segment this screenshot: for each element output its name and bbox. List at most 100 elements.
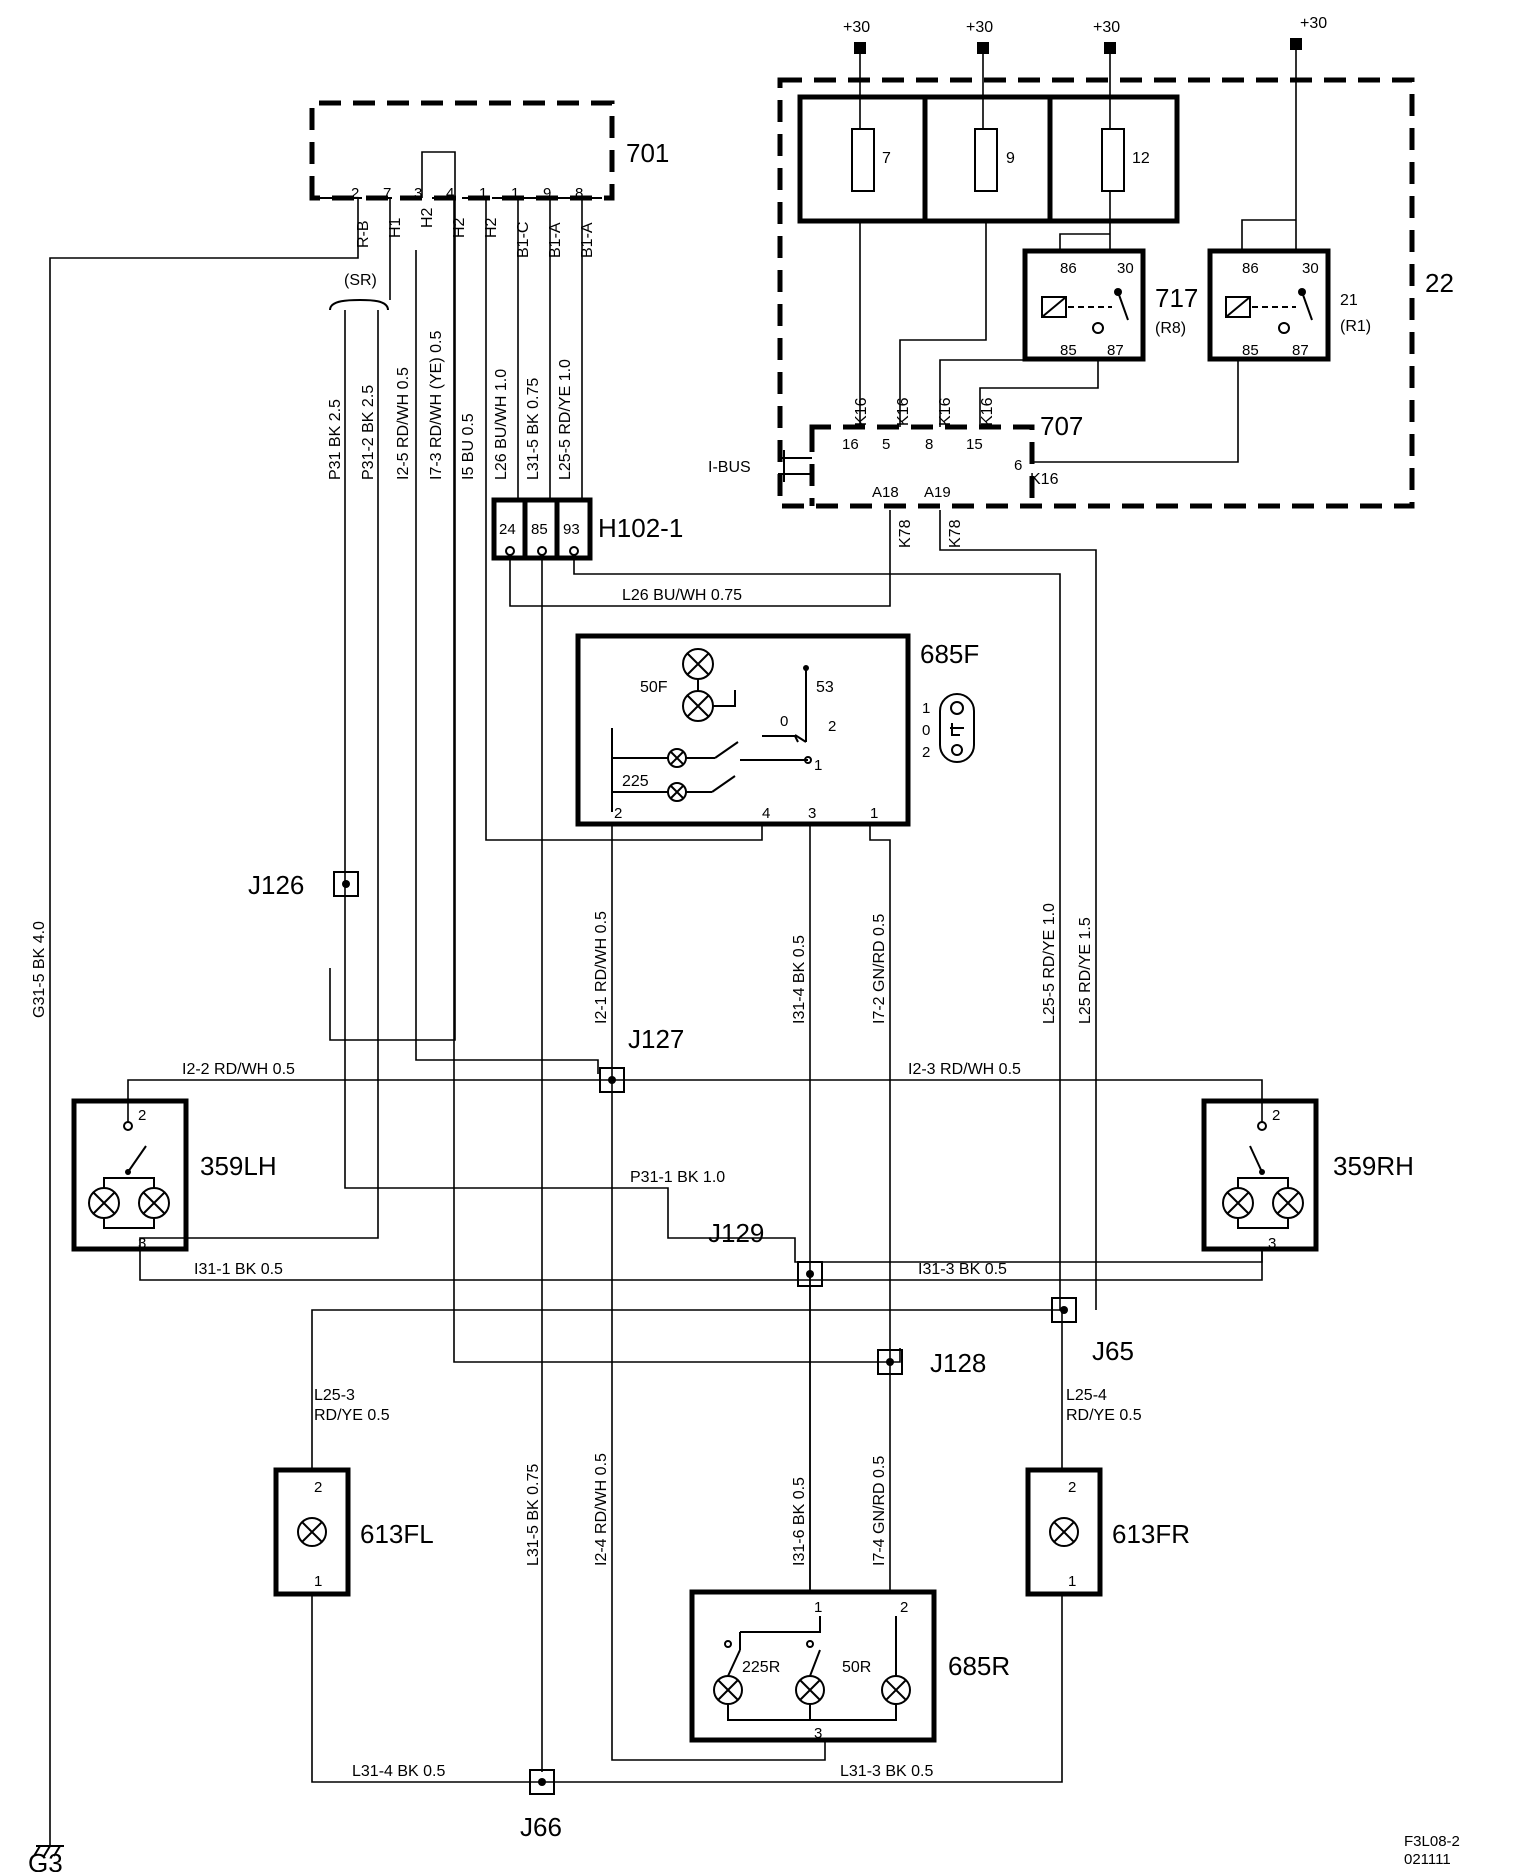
lamp-359lh-icon: [88, 1187, 170, 1219]
pin-613fl-2: 2: [314, 1479, 322, 1496]
switch-685r: 685R 1 2 3 225R 50R: [689, 1589, 1010, 1743]
wire-label-i31-1: I31-1 BK 0.5: [194, 1261, 283, 1278]
bulb-613fr-icon: [1049, 1517, 1079, 1547]
pin-707-5: 5: [882, 436, 890, 453]
fuse-12-label: 12: [1132, 150, 1150, 167]
pin-707-6: 6: [1014, 457, 1022, 474]
wire-labels: P31 BK 2.5 P31-2 BK 2.5 I2-5 RD/WH 0.5 I…: [31, 331, 1142, 1780]
junction-j128: [877, 1349, 903, 1375]
relay-21-label: 21: [1340, 292, 1358, 309]
switch-359lh-label: 359LH: [200, 1151, 277, 1181]
code-701-b1c: B1-C: [515, 222, 532, 258]
wire-label-l25-4b: RD/YE 0.5: [1066, 1407, 1142, 1424]
relay-21-sublabel: (R1): [1340, 318, 1371, 335]
wire-label-l31-3: L31-3 BK 0.5: [840, 1763, 934, 1780]
pin-685f-1: 1: [870, 805, 878, 822]
pin-h102-24: 24: [499, 521, 516, 538]
module-22-label: 22: [1425, 268, 1454, 298]
relay-717-label: 717: [1155, 283, 1198, 313]
junction-j128-label: J128: [930, 1348, 986, 1378]
mode-label-0: 0: [922, 722, 930, 739]
bulb-225r-label: 225R: [742, 1659, 780, 1676]
relay-21-coil-icon: [1225, 296, 1251, 318]
wire-label-l26v: L26 BU/WH 1.0: [493, 369, 510, 480]
relay-717: [1022, 248, 1146, 362]
code-707-k16c: K16: [937, 397, 954, 426]
relay-21: [1207, 248, 1331, 362]
junction-j65-label: J65: [1092, 1336, 1134, 1366]
relay-21-pin-30: 30: [1302, 260, 1319, 277]
code-707-k16e: K16: [1030, 471, 1059, 488]
wire-label-i31-4: I31-4 BK 0.5: [791, 935, 808, 1024]
wires: [49, 50, 1297, 1846]
lamp-613fr-label: 613FR: [1112, 1519, 1190, 1549]
wire-label-p31: P31 BK 2.5: [327, 399, 344, 480]
pin-613fl-1: 1: [314, 1573, 322, 1590]
pin-701-9: 9: [543, 185, 551, 202]
junction-j127-label: J127: [628, 1024, 684, 1054]
pin-707-16: 16: [842, 436, 859, 453]
junction-j66: [529, 1769, 555, 1795]
code-701-b1a1: B1-A: [547, 222, 564, 258]
wire-label-l25: L25 RD/YE 1.5: [1077, 917, 1094, 1024]
pin-613fr-1: 1: [1068, 1573, 1076, 1590]
connector-h102-label: H102-1: [598, 513, 683, 543]
relay-717-sublabel: (R8): [1155, 320, 1186, 337]
wire-label-i2-1: I2-1 RD/WH 0.5: [593, 911, 610, 1024]
light-icon: [950, 701, 964, 715]
bulb-225-icon: [667, 748, 687, 802]
relay-21-pin-86: 86: [1242, 260, 1259, 277]
pin-h102-93: 93: [563, 521, 580, 538]
junction-j66-label: J66: [520, 1812, 562, 1842]
wire-label-l25-3a: L25-3: [314, 1387, 355, 1404]
pin-685r-2: 2: [900, 1599, 908, 1616]
power-terminal-3: [1104, 42, 1116, 54]
power-label-3: +30: [1093, 19, 1120, 36]
bulb-613fl-icon: [297, 1517, 327, 1547]
bulb-50f-label: 50F: [640, 679, 668, 696]
junction-j129-label: J129: [708, 1218, 764, 1248]
bulb-685r-icons: [713, 1675, 911, 1705]
pin-685f-2: 2: [614, 805, 622, 822]
power-terminal-4: [1290, 38, 1302, 50]
lamp-359rh-icon: [1222, 1187, 1304, 1219]
switch-685r-label: 685R: [948, 1651, 1010, 1681]
pin-685r-3: 3: [814, 1725, 822, 1742]
relay-717-pin-87: 87: [1107, 342, 1124, 359]
relay-21-pin-85: 85: [1242, 342, 1259, 359]
wire-label-i2-3: I2-3 RD/WH 0.5: [908, 1061, 1021, 1078]
pin-701-1b: 1: [511, 185, 519, 202]
code-701-h2c: H2: [483, 217, 500, 238]
junctions: J126 J127 J129 J65 J128 J66: [248, 870, 1134, 1842]
wire-label-p31-1: P31-1 BK 1.0: [630, 1169, 725, 1186]
junction-j65: [1051, 1297, 1077, 1323]
switch-685f-pos-1: 1: [814, 757, 822, 774]
pin-685f-3: 3: [808, 805, 816, 822]
wire-label-g31-5: G31-5 BK 4.0: [31, 921, 48, 1018]
power-terminal-2: [977, 42, 989, 54]
footer-date: 021111: [1404, 1851, 1451, 1868]
pin-701-8: 8: [575, 185, 583, 202]
pin-701-7: 7: [383, 185, 391, 202]
pin-701-3: 3: [414, 185, 422, 202]
pin-613fr-2: 2: [1068, 1479, 1076, 1496]
ibus-label: I-BUS: [708, 459, 751, 476]
connector-h102: 24 85 93 H102-1: [491, 497, 683, 561]
splice-sr-label: (SR): [344, 272, 377, 289]
pin-707-a18: A18: [872, 484, 899, 501]
wire-label-l25-3b: RD/YE 0.5: [314, 1407, 390, 1424]
power-label-4: +30: [1300, 15, 1327, 32]
wire-label-i2-5: I2-5 RD/WH 0.5: [395, 367, 412, 480]
wire-label-l31-4: L31-4 BK 0.5: [352, 1763, 446, 1780]
switch-53-label: 53: [816, 679, 834, 696]
footer-code: F3L08-2: [1404, 1833, 1460, 1850]
power-terminal-1: [854, 42, 866, 54]
footer: F3L08-2 021111: [1404, 1833, 1460, 1868]
code-707-k78a: K78: [897, 519, 914, 548]
wire-label-i2-4: I2-4 RD/WH 0.5: [593, 1453, 610, 1566]
mode-label-1: 1: [922, 700, 930, 717]
wire-label-p31-2: P31-2 BK 2.5: [360, 385, 377, 480]
wire-label-i7-3: I7-3 RD/WH (YE) 0.5: [428, 331, 445, 480]
pin-359lh-2: 2: [138, 1107, 146, 1124]
power-terminals: +30 +30 +30 +30: [843, 15, 1327, 54]
